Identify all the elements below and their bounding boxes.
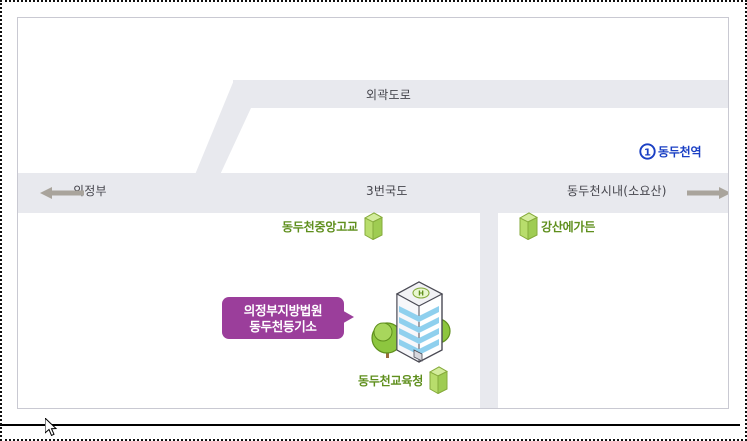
- road-national-route-3: [18, 173, 728, 213]
- road-label-outer-beltway: 외곽도로: [366, 88, 411, 102]
- poi-dongducheon-jungang-high-school[interactable]: 동두천중앙고교: [282, 212, 383, 240]
- arrow-left-icon: [40, 186, 84, 200]
- green-box-icon: [426, 366, 449, 394]
- svg-text:H: H: [418, 290, 424, 298]
- callout-line-1: 의정부지방법원: [243, 302, 323, 318]
- poi-label: 강산에가든: [541, 219, 596, 234]
- arrow-right-icon: [687, 186, 728, 200]
- subway-station-label: 동두천역: [658, 145, 702, 159]
- poi-label: 동두천중앙고교: [282, 219, 358, 234]
- direction-label-dongducheon-downtown: 동두천시내(소요산): [567, 184, 667, 198]
- callout-bubble: [222, 297, 344, 339]
- road-vertical-branch: [480, 203, 498, 408]
- office-building-icon: H: [364, 272, 464, 372]
- map-canvas[interactable]: 외곽도로 3번국도 의정부 동두천시내(소요산): [18, 18, 728, 408]
- road-outer-beltway: [233, 80, 728, 108]
- green-box-icon: [516, 212, 538, 240]
- road-label-route-3: 3번국도: [366, 184, 408, 198]
- svg-text:1: 1: [644, 147, 651, 158]
- subway-line-1-icon: 1: [639, 143, 656, 160]
- callout-text: 의정부지방법원 동두천등기소: [222, 297, 344, 339]
- callout-line-2: 동두천등기소: [249, 318, 317, 334]
- road-diagonal-connector: [168, 80, 278, 205]
- bottom-divider: [0, 424, 740, 426]
- court-callout[interactable]: 의정부지방법원 동두천등기소: [222, 297, 354, 339]
- green-box-icon: [361, 212, 383, 240]
- mouse-cursor-icon: [45, 418, 59, 438]
- subway-station-marker[interactable]: 1 동두천역: [639, 143, 702, 160]
- poi-dongducheon-office-of-education[interactable]: 동두천교육청: [358, 366, 449, 394]
- poi-gangsane-garden[interactable]: 강산에가든: [516, 212, 595, 240]
- poi-label: 동두천교육청: [358, 373, 424, 388]
- callout-tail: [340, 309, 354, 325]
- map-frame: 외곽도로 3번국도 의정부 동두천시내(소요산): [17, 17, 729, 409]
